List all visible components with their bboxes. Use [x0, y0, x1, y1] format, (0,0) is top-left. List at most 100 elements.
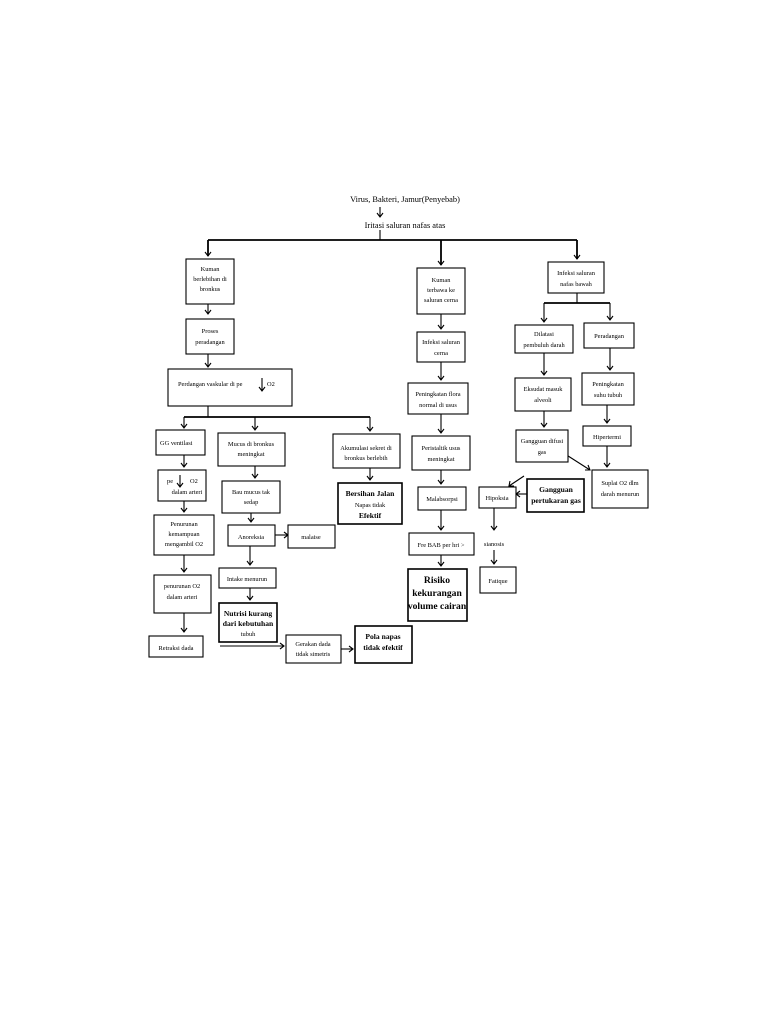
svg-text:dalam arteri: dalam arteri [172, 489, 203, 496]
svg-text:terbawa ke: terbawa ke [427, 287, 455, 294]
node-peradangan-vaskular: Perdangan vaskular di pe O2 [167, 368, 293, 407]
svg-text:Gangguan: Gangguan [539, 485, 574, 494]
svg-text:Peristaltik usus: Peristaltik usus [422, 445, 461, 452]
svg-text:Dilatasi: Dilatasi [534, 331, 554, 338]
upper-airway-irritation-label: Iritasi saluran nafas atas [365, 221, 446, 230]
node-kuman-bronkus: Kuman berlebihan di bronkus [185, 258, 235, 305]
svg-text:Peningkatan: Peningkatan [592, 381, 624, 388]
svg-text:Peradangan: Peradangan [594, 333, 625, 340]
svg-text:nafas bawah: nafas bawah [560, 281, 593, 288]
svg-text:O2: O2 [267, 381, 275, 388]
node-anoreksia: Anoreksia [227, 524, 276, 547]
node-penurunan-kemampuan: Penurunan kemampuan mengambil O2 [153, 514, 215, 556]
node-malabsorpsi: Malabsorpsi [417, 486, 467, 511]
node-infeksi-saluran-cerna: Infeksi saluran cerna [416, 331, 466, 363]
svg-text:tubuh: tubuh [241, 631, 256, 638]
svg-text:saluran cerna: saluran cerna [424, 297, 458, 304]
svg-text:gas: gas [538, 449, 547, 456]
node-frekuensi-bab: Fre BAB per hri > [408, 532, 475, 556]
svg-text:Risiko: Risiko [424, 575, 450, 586]
svg-text:dari kebutuhan: dari kebutuhan [223, 619, 274, 628]
svg-text:normal di usus: normal di usus [419, 402, 457, 409]
node-pola-napas: Pola napas tidak efektif [354, 625, 413, 664]
svg-text:Kuman: Kuman [201, 266, 221, 273]
node-nutrisi-kurang: Nutrisi kurang dari kebutuhan tubuh [218, 602, 278, 643]
svg-text:pe: pe [167, 478, 173, 485]
sianosis-label: sianosis [484, 541, 505, 548]
svg-text:peradangan: peradangan [195, 339, 225, 346]
node-hipoksia: Hipoksia [478, 486, 517, 509]
node-akumulasi-sekret: Akumulasi sekret di bronkus berlebih [332, 433, 401, 469]
svg-text:Peningkatan flora: Peningkatan flora [415, 391, 460, 398]
node-gangguan-difusi: Gangguan difusi gas [515, 429, 569, 463]
node-kuman-saluran-cerna: Kuman terbawa ke saluran cerna [416, 267, 466, 315]
node-gg-ventilasi: GG ventilasi [155, 429, 206, 456]
svg-text:suhu tubuh: suhu tubuh [594, 392, 623, 399]
svg-text:Penurunan: Penurunan [170, 521, 198, 528]
svg-text:penurunan O2: penurunan O2 [164, 583, 200, 590]
svg-text:Fre BAB per hri >: Fre BAB per hri > [418, 542, 465, 549]
node-malaise: malaise [287, 524, 336, 549]
node-retraksi-dada: Retraksi dada [148, 635, 204, 658]
svg-text:kemampuan: kemampuan [168, 531, 200, 538]
node-penurunan-o2-arteri: penurunan O2 dalam arteri [153, 574, 212, 614]
svg-text:Malabsorpsi: Malabsorpsi [426, 496, 458, 503]
svg-text:pertukaran gas: pertukaran gas [531, 496, 581, 505]
node-peningkatan-suhu: Peningkatan suhu tubuh [581, 372, 635, 406]
svg-text:Retraksi dada: Retraksi dada [159, 645, 194, 652]
node-bau-mucus: Bau mucus tak sedap [221, 480, 281, 514]
svg-text:Gerakan dada: Gerakan dada [295, 641, 330, 648]
root-cause-title: Virus, Bakteri, Jamur(Penyebab) [350, 195, 460, 204]
svg-text:tidak efektif: tidak efektif [363, 643, 403, 652]
node-gangguan-pertukaran-gas: Gangguan pertukaran gas [526, 478, 585, 513]
node-gerakan-dada: Gerakan dada tidak simetris [285, 634, 342, 664]
svg-text:Infeksi saluran: Infeksi saluran [422, 339, 461, 346]
svg-text:GG ventilasi: GG ventilasi [160, 440, 193, 447]
node-fatique: Fatique [479, 566, 517, 594]
svg-text:Infeksi saluran: Infeksi saluran [557, 270, 596, 277]
node-bersihan-jalan-napas: Bersihan Jalan Napas tidak Efektif [337, 482, 403, 525]
node-dilatasi-pembuluh: Dilatasi pembuluh darah [514, 324, 574, 354]
svg-text:Bersihan Jalan: Bersihan Jalan [346, 489, 396, 498]
node-peradangan: Peradangan [583, 322, 635, 349]
svg-text:O2: O2 [190, 478, 198, 485]
svg-text:Efektif: Efektif [359, 511, 382, 520]
node-peningkatan-flora: Peningkatan flora normal di usus [407, 382, 469, 415]
svg-text:tidak simetris: tidak simetris [296, 651, 331, 658]
svg-text:Proses: Proses [202, 328, 219, 335]
svg-text:malaise: malaise [301, 534, 321, 541]
svg-text:Nutrisi kurang: Nutrisi kurang [224, 609, 273, 618]
svg-text:Akumulasi sekret di: Akumulasi sekret di [340, 445, 392, 452]
svg-text:meningkat: meningkat [238, 451, 265, 458]
svg-text:Pola napas: Pola napas [365, 632, 400, 641]
svg-text:berlebihan di: berlebihan di [193, 276, 227, 283]
node-proses-peradangan: Proses peradangan [185, 318, 235, 355]
svg-text:meningkat: meningkat [428, 456, 455, 463]
svg-text:alveoli: alveoli [534, 397, 552, 404]
svg-text:Fatique: Fatique [488, 578, 507, 585]
svg-text:cerna: cerna [434, 350, 448, 357]
node-penurunan-o2-arteri-short: pe O2 dalam arteri [157, 469, 207, 502]
svg-text:Kuman: Kuman [432, 277, 452, 284]
svg-text:volume cairan: volume cairan [408, 601, 467, 612]
connector-lines [180, 207, 614, 653]
node-risiko-kekurangan-cairan: Risiko kekurangan volume cairan [407, 568, 468, 622]
node-intake-menurun: Intake menurun [218, 567, 277, 589]
svg-text:Bau mucus tak: Bau mucus tak [232, 489, 271, 496]
svg-text:kekurangan: kekurangan [412, 588, 462, 599]
svg-text:Gangguan difusi: Gangguan difusi [521, 438, 564, 445]
svg-text:Hipoksia: Hipoksia [485, 495, 508, 502]
svg-text:Napas tidak: Napas tidak [355, 502, 386, 509]
svg-text:darah menurun: darah menurun [601, 491, 640, 498]
node-mucus-bronkus: Mucus di bronkus meningkat [217, 432, 286, 467]
svg-text:Hipertermi: Hipertermi [593, 434, 621, 441]
node-hipertermi: Hipertermi [582, 425, 632, 447]
svg-text:pembuluh darah: pembuluh darah [523, 342, 565, 349]
svg-text:dalam arteri: dalam arteri [167, 594, 198, 601]
svg-text:bronkus berlebih: bronkus berlebih [344, 455, 388, 462]
svg-text:Mucus di bronkus: Mucus di bronkus [228, 441, 275, 448]
node-infeksi-saluran-bawah: Infeksi saluran nafas bawah [547, 261, 605, 294]
node-eksudat-alveoli: Eksudat masuk alveoli [514, 377, 572, 412]
svg-text:Eksudat masuk: Eksudat masuk [524, 386, 564, 393]
